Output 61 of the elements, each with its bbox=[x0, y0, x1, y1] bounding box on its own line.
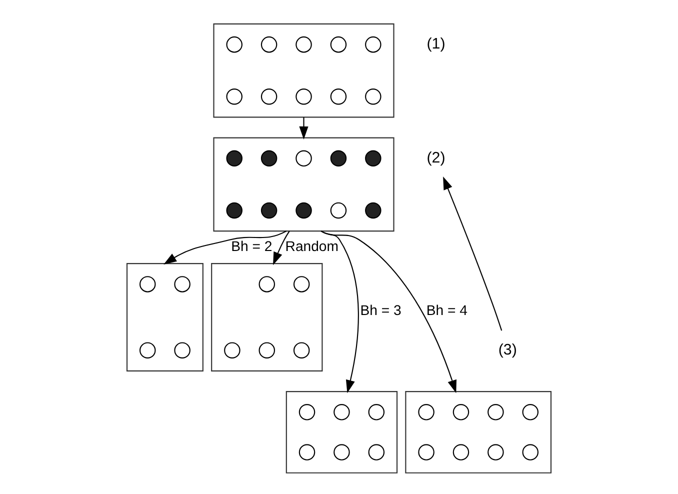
cluster bbox=[405, 391, 552, 474]
arrow bbox=[443, 176, 502, 331]
edge-label: Bh = 4 bbox=[426, 302, 468, 318]
node-circle bbox=[293, 342, 310, 358]
node-circle bbox=[298, 404, 316, 420]
node-text: (3) bbox=[498, 341, 517, 358]
node-circle bbox=[174, 342, 190, 358]
arrow bbox=[299, 117, 308, 140]
node-circle bbox=[260, 88, 278, 105]
node-circle bbox=[365, 36, 382, 53]
node-circle bbox=[522, 444, 539, 460]
cluster bbox=[126, 263, 204, 372]
node-text: (2) bbox=[426, 149, 446, 166]
node-dot bbox=[365, 202, 382, 219]
node-circle bbox=[296, 36, 312, 53]
node-circle bbox=[452, 404, 470, 420]
node-circle bbox=[260, 36, 278, 53]
node-circle bbox=[334, 404, 350, 420]
cluster bbox=[211, 263, 323, 372]
cluster bbox=[213, 137, 394, 232]
node-circle bbox=[298, 444, 316, 460]
node-circle bbox=[365, 88, 382, 105]
node-circle bbox=[258, 342, 276, 358]
node-dot bbox=[365, 150, 382, 167]
node-circle bbox=[226, 36, 242, 53]
node-circle bbox=[330, 36, 347, 53]
node-circle bbox=[296, 150, 312, 167]
node-dot bbox=[260, 150, 278, 167]
node-circle bbox=[334, 444, 350, 460]
arrow bbox=[164, 230, 287, 264]
node-dot bbox=[226, 150, 242, 167]
node-dot bbox=[226, 202, 242, 219]
node-circle bbox=[488, 444, 504, 460]
node-circle bbox=[293, 276, 310, 292]
node-circle bbox=[368, 444, 385, 460]
edge-label: Bh = 2 bbox=[231, 238, 272, 254]
node-circle bbox=[418, 404, 434, 420]
node-circle bbox=[174, 276, 190, 292]
node-circle bbox=[330, 88, 347, 105]
node-circle bbox=[368, 404, 385, 420]
node-dot bbox=[330, 150, 347, 167]
node-circle bbox=[258, 276, 276, 292]
node-circle bbox=[488, 404, 504, 420]
arrow bbox=[273, 230, 290, 266]
node-circle bbox=[226, 88, 242, 105]
node-circle bbox=[418, 444, 434, 460]
node-circle bbox=[330, 202, 347, 219]
node-dot bbox=[296, 202, 312, 219]
node-circle bbox=[139, 342, 156, 358]
node-circle bbox=[452, 444, 470, 460]
node-circle bbox=[224, 342, 240, 358]
node-circle bbox=[296, 88, 312, 105]
node-circle bbox=[139, 276, 156, 292]
node-circle bbox=[522, 404, 539, 420]
cluster bbox=[286, 391, 398, 474]
arrow bbox=[320, 230, 457, 394]
edge-label: Random bbox=[285, 238, 338, 254]
node-dot bbox=[260, 202, 278, 219]
edge-label: Bh = 3 bbox=[360, 302, 402, 318]
label: (1) bbox=[426, 36, 446, 53]
cluster bbox=[213, 23, 394, 118]
